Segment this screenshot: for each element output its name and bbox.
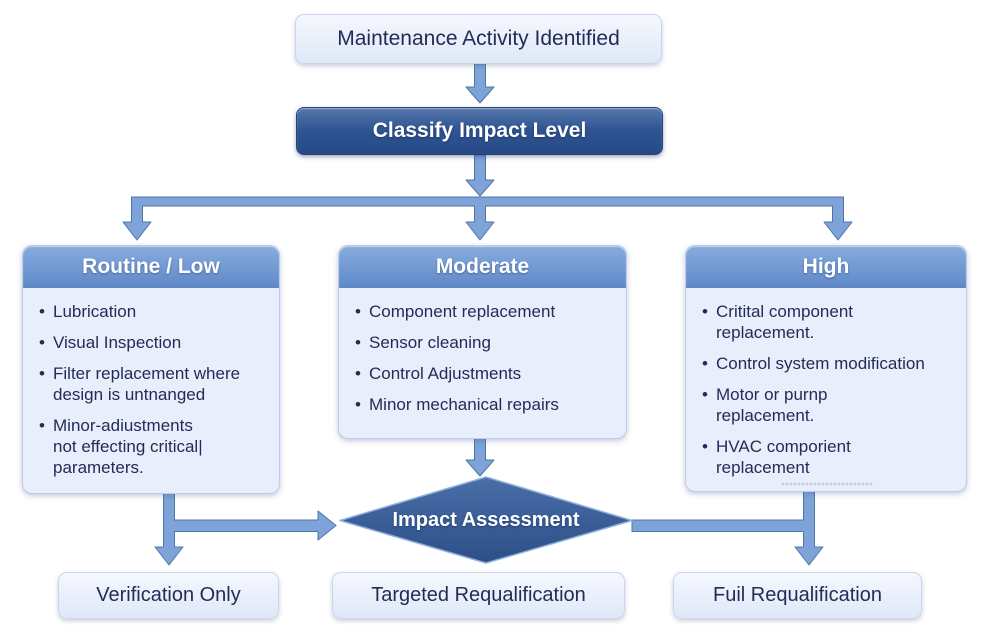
bullet-item: HVAC comporient replacement (701, 436, 958, 478)
bullet-item: Filter replacement where design is untna… (38, 363, 271, 405)
bullet-item: Motor or purnp replacement. (701, 384, 958, 426)
bullet-list-routine-low: Lubrication Visual Inspection Filter rep… (23, 288, 279, 497)
branch-body-high: Critital component replacement. Control … (686, 288, 966, 497)
bullet-list-high: Critital component replacement. Control … (686, 288, 966, 497)
bullet-list-moderate: Component replacement Sensor cleaning Co… (339, 288, 626, 433)
branch-card-high: High Critital component replacement. Con… (685, 245, 967, 492)
branch-body-routine-low: Lubrication Visual Inspection Filter rep… (23, 288, 279, 497)
branch-card-moderate: Moderate Component replacement Sensor cl… (338, 245, 627, 439)
arrow-start-to-classify (465, 63, 495, 104)
outcome-verification-only: Verification Only (58, 572, 279, 619)
outcome-full-requalification: Fuil Requalification (673, 572, 922, 619)
connector-decision-high-to-full (631, 490, 824, 566)
bullet-item: Minor mechanical repairs (354, 394, 618, 415)
outcome-targeted-requalification: Targeted Requalification (332, 572, 625, 619)
start-node: Maintenance Activity Identified (295, 14, 662, 64)
bullet-item: Control Adjustments (354, 363, 618, 384)
arrow-routine-to-verification-and-decision (154, 492, 337, 566)
bullet-item: Critital component replacement. (701, 301, 958, 343)
ghost-text-artifact (782, 483, 872, 491)
branch-header-moderate: Moderate (339, 246, 626, 288)
bullet-item: Sensor cleaning (354, 332, 618, 353)
branch-connector-tree (122, 196, 853, 241)
branch-card-routine-low: Routine / Low Lubrication Visual Inspect… (22, 245, 280, 494)
decision-diamond (339, 476, 633, 564)
bullet-item: Control system modification (701, 353, 958, 374)
branch-header-high: High (686, 246, 966, 288)
bullet-item: Visual Inspection (38, 332, 271, 353)
branch-header-routine-low: Routine / Low (23, 246, 279, 288)
arrow-classify-down (465, 154, 495, 197)
decision-label: Impact Assessment (392, 508, 580, 531)
bullet-item: Component replacement (354, 301, 618, 322)
classify-impact-node: Classify Impact Level (296, 107, 663, 155)
bullet-item: Minor-adiustments not effecting critical… (38, 415, 271, 478)
arrow-moderate-to-decision (465, 437, 495, 477)
bullet-item: Lubrication (38, 301, 271, 322)
branch-body-moderate: Component replacement Sensor cleaning Co… (339, 288, 626, 433)
